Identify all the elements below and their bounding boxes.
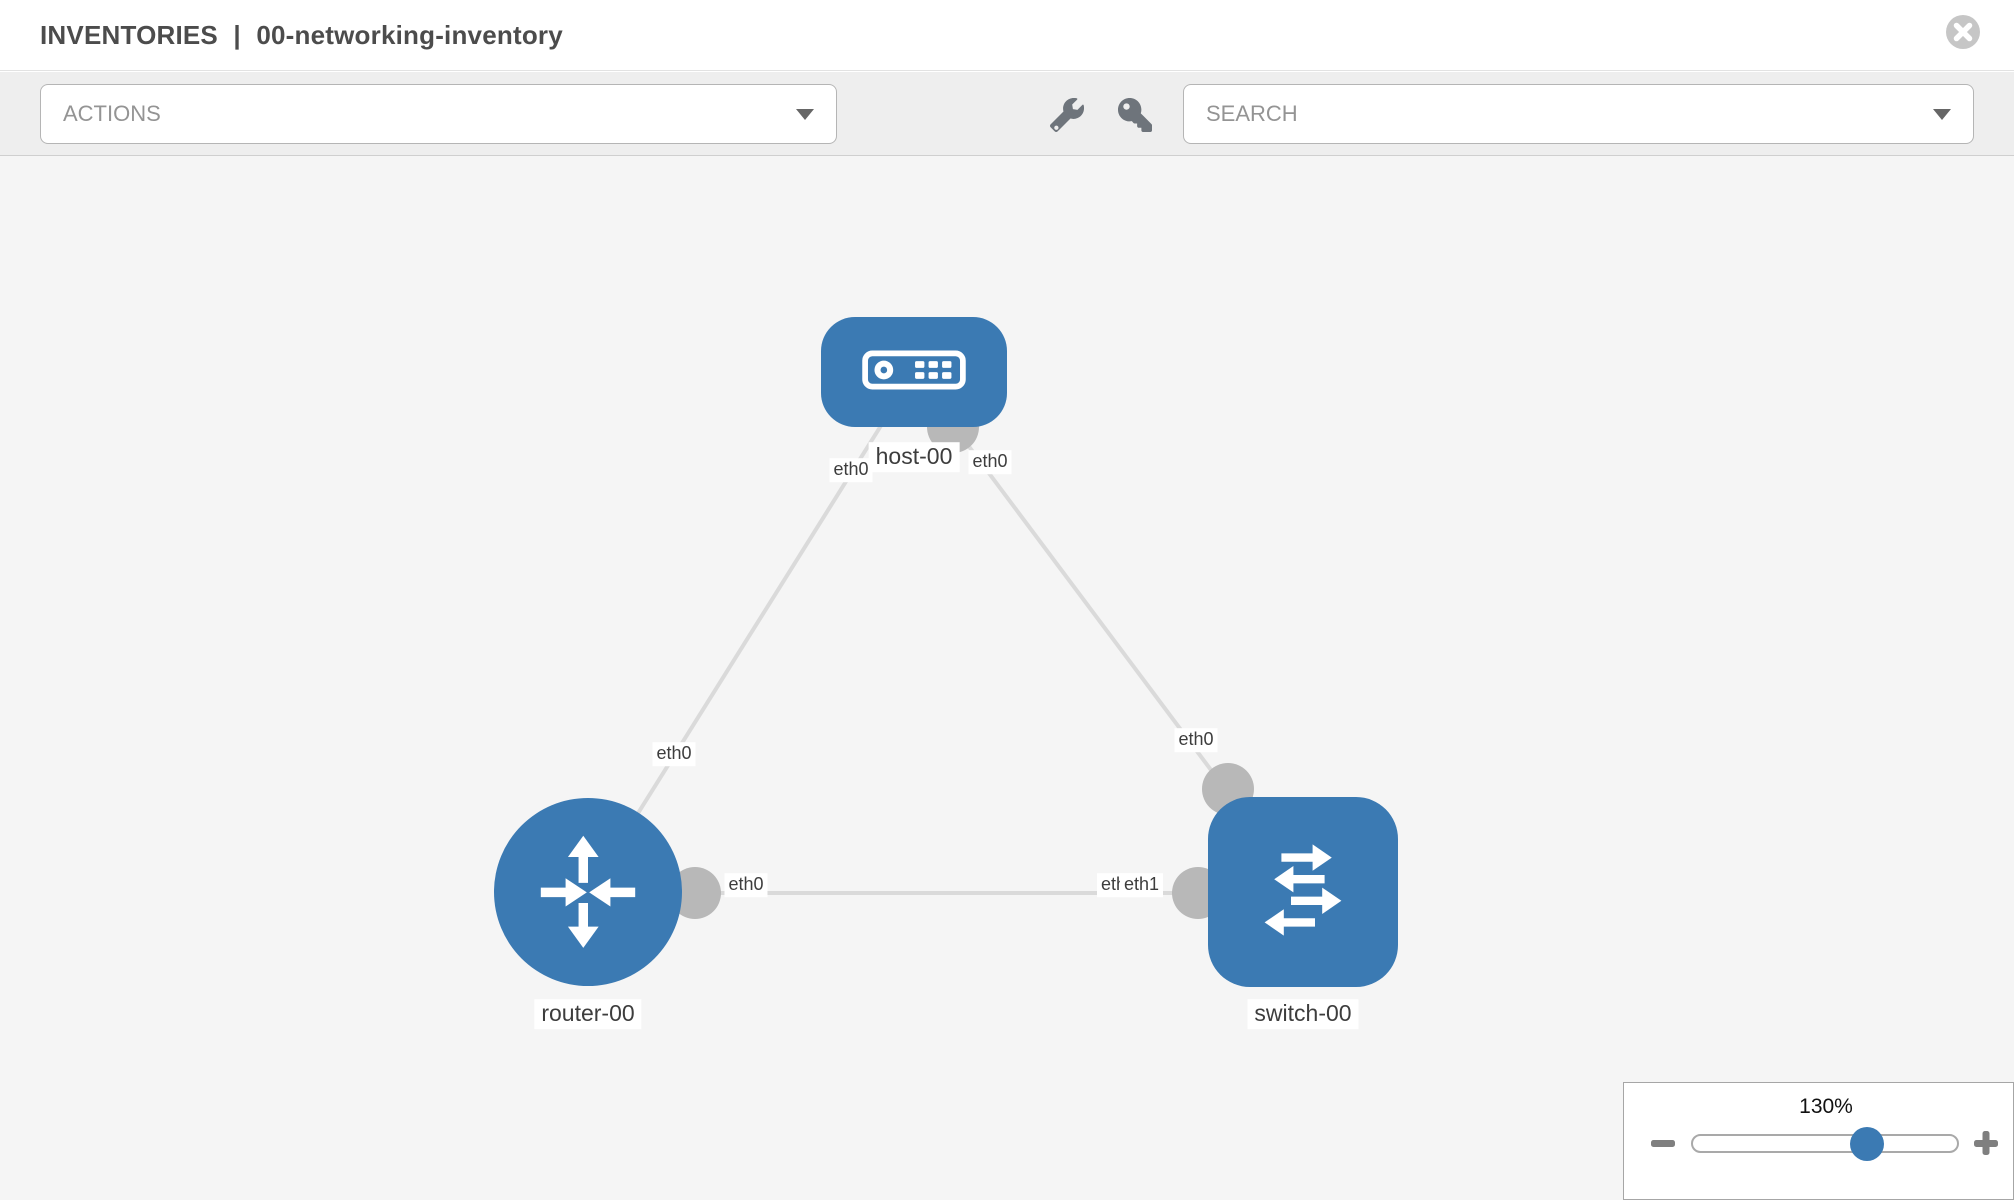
zoom-slider-thumb[interactable] <box>1850 1127 1884 1161</box>
plus-icon <box>1972 1131 2000 1160</box>
header: INVENTORIES | 00-networking-inventory <box>0 0 2014 71</box>
credentials-button[interactable] <box>1117 98 1153 132</box>
interface-label: eth0 <box>1174 728 1218 752</box>
toolbar: ACTIONS SEARCH <box>0 72 2014 156</box>
interface-label: eth0 <box>652 742 696 766</box>
zoom-out-button[interactable] <box>1649 1129 1677 1157</box>
interface-label: eth0 <box>968 450 1012 474</box>
search-dropdown-label: SEARCH <box>1206 101 1298 126</box>
node-router-00[interactable] <box>494 798 682 986</box>
tools-button[interactable] <box>1049 98 1085 132</box>
switch-arrows-icon <box>1243 830 1363 955</box>
interface-label: eth1 <box>1120 873 1164 897</box>
zoom-in-button[interactable] <box>1972 1129 2000 1157</box>
topology-canvas[interactable]: eth0 eth0 eth0 eth0 eth0 eth0 eth1 host-… <box>0 156 2014 1200</box>
zoom-control-panel: 130% <box>1623 1082 2014 1200</box>
chevron-down-icon <box>1933 108 1951 120</box>
breadcrumb-section: INVENTORIES <box>40 20 218 50</box>
actions-dropdown[interactable]: ACTIONS <box>40 84 837 144</box>
node-host-00[interactable] <box>821 317 1007 427</box>
node-switch-00[interactable] <box>1208 797 1398 987</box>
chevron-down-icon <box>796 108 814 120</box>
topology-edges <box>586 371 1305 919</box>
router-arrows-icon <box>529 831 647 954</box>
close-button[interactable] <box>1944 13 1982 51</box>
page-title: INVENTORIES | 00-networking-inventory <box>40 20 571 51</box>
interface-label: eth0 <box>829 458 873 482</box>
minus-icon <box>1649 1140 1677 1160</box>
x-circle-icon <box>1944 15 1982 54</box>
breadcrumb-separator: | <box>233 20 241 50</box>
key-icon <box>1118 98 1152 135</box>
wrench-icon <box>1050 98 1085 135</box>
zoom-level-value: 130% <box>1799 1095 1853 1118</box>
inventory-name: 00-networking-inventory <box>256 20 563 50</box>
interface-label: eth0 <box>724 873 768 897</box>
zoom-slider-track[interactable] <box>1691 1127 1959 1161</box>
search-dropdown[interactable]: SEARCH <box>1183 84 1974 144</box>
node-label-switch: switch-00 <box>1247 999 1359 1029</box>
port-dot-router[interactable] <box>669 867 721 919</box>
server-icon <box>862 350 966 395</box>
node-label-router: router-00 <box>534 999 642 1029</box>
actions-dropdown-label: ACTIONS <box>63 101 161 126</box>
node-label-host: host-00 <box>868 442 960 472</box>
